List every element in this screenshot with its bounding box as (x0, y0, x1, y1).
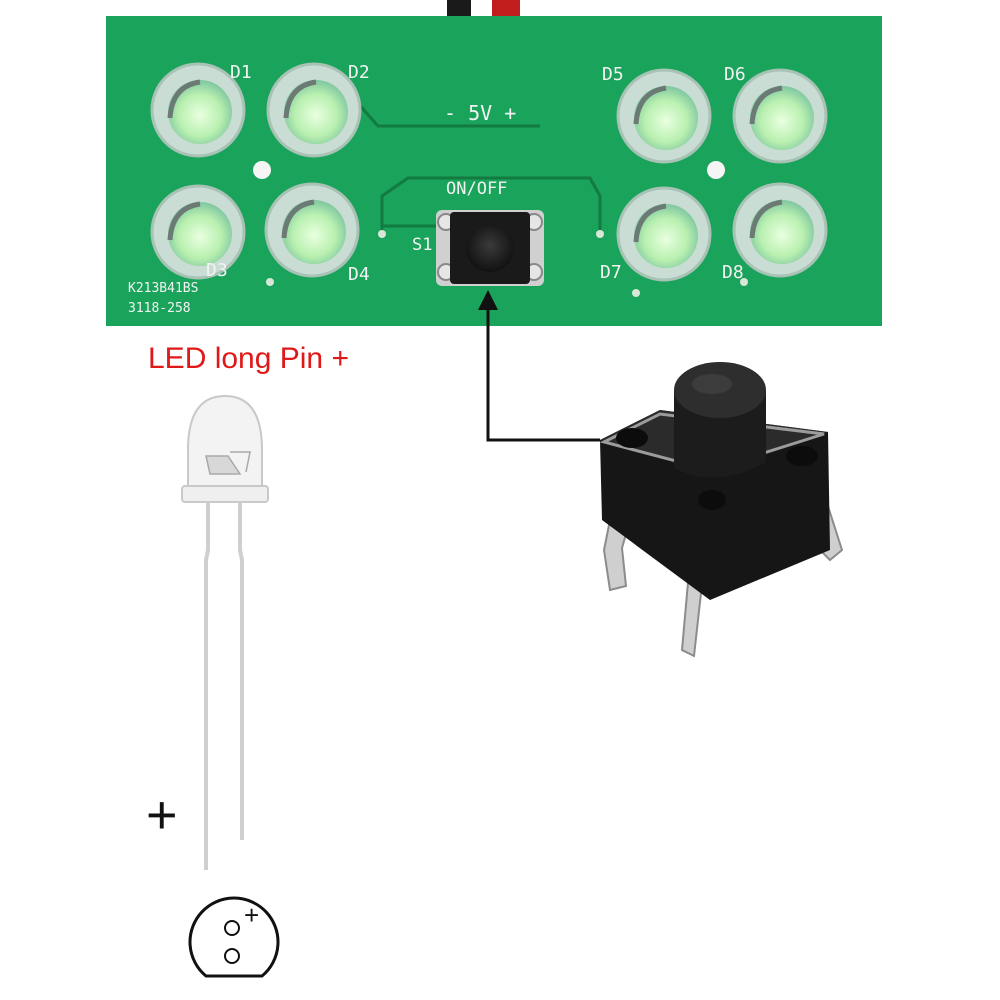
mounting-hole (707, 161, 725, 179)
led-d6 (732, 68, 828, 164)
led-label-d7: D7 (600, 262, 622, 283)
led-d8 (732, 182, 828, 278)
led-d2 (266, 62, 362, 158)
led-closeup (181, 394, 269, 870)
led-pinout-symbol (188, 896, 280, 978)
led-plus-sign: + (146, 785, 178, 845)
pcb-switch-s1 (436, 210, 544, 286)
led-d1 (150, 62, 246, 158)
board-code-line1: K213B41BS (128, 281, 198, 296)
led-label-d4: D4 (348, 264, 370, 285)
led-label-d3: D3 (206, 260, 228, 281)
via-hole (596, 230, 604, 238)
switch-label: ON/OFF (446, 179, 507, 199)
led-d7 (616, 186, 712, 282)
led-caption: LED long Pin + (148, 342, 349, 375)
via-hole (378, 230, 386, 238)
via-hole (740, 278, 748, 286)
led-d5 (616, 68, 712, 164)
board-code-line2: 3118-258 (128, 301, 191, 316)
led-d3 (150, 184, 246, 280)
switch-ref-label: S1 (412, 235, 432, 255)
power-label: - 5V + (444, 101, 516, 125)
led-label-d1: D1 (230, 62, 252, 83)
tactile-switch-closeup (599, 362, 844, 658)
pinout-plus-sign: + (244, 900, 260, 930)
pcb-traces (353, 99, 602, 232)
led-label-d2: D2 (348, 62, 370, 83)
led-label-d6: D6 (724, 64, 746, 85)
via-hole (266, 278, 274, 286)
callout-arrow (478, 290, 600, 442)
led-d4 (264, 182, 360, 278)
mounting-hole (253, 161, 271, 179)
via-hole (632, 289, 640, 297)
pcb-illustration: D1 D2 D3 D4 D5 D6 D7 D8 - 5V + ON/OFF S1… (106, 0, 882, 326)
led-label-d8: D8 (722, 262, 744, 283)
led-label-d5: D5 (602, 64, 624, 85)
